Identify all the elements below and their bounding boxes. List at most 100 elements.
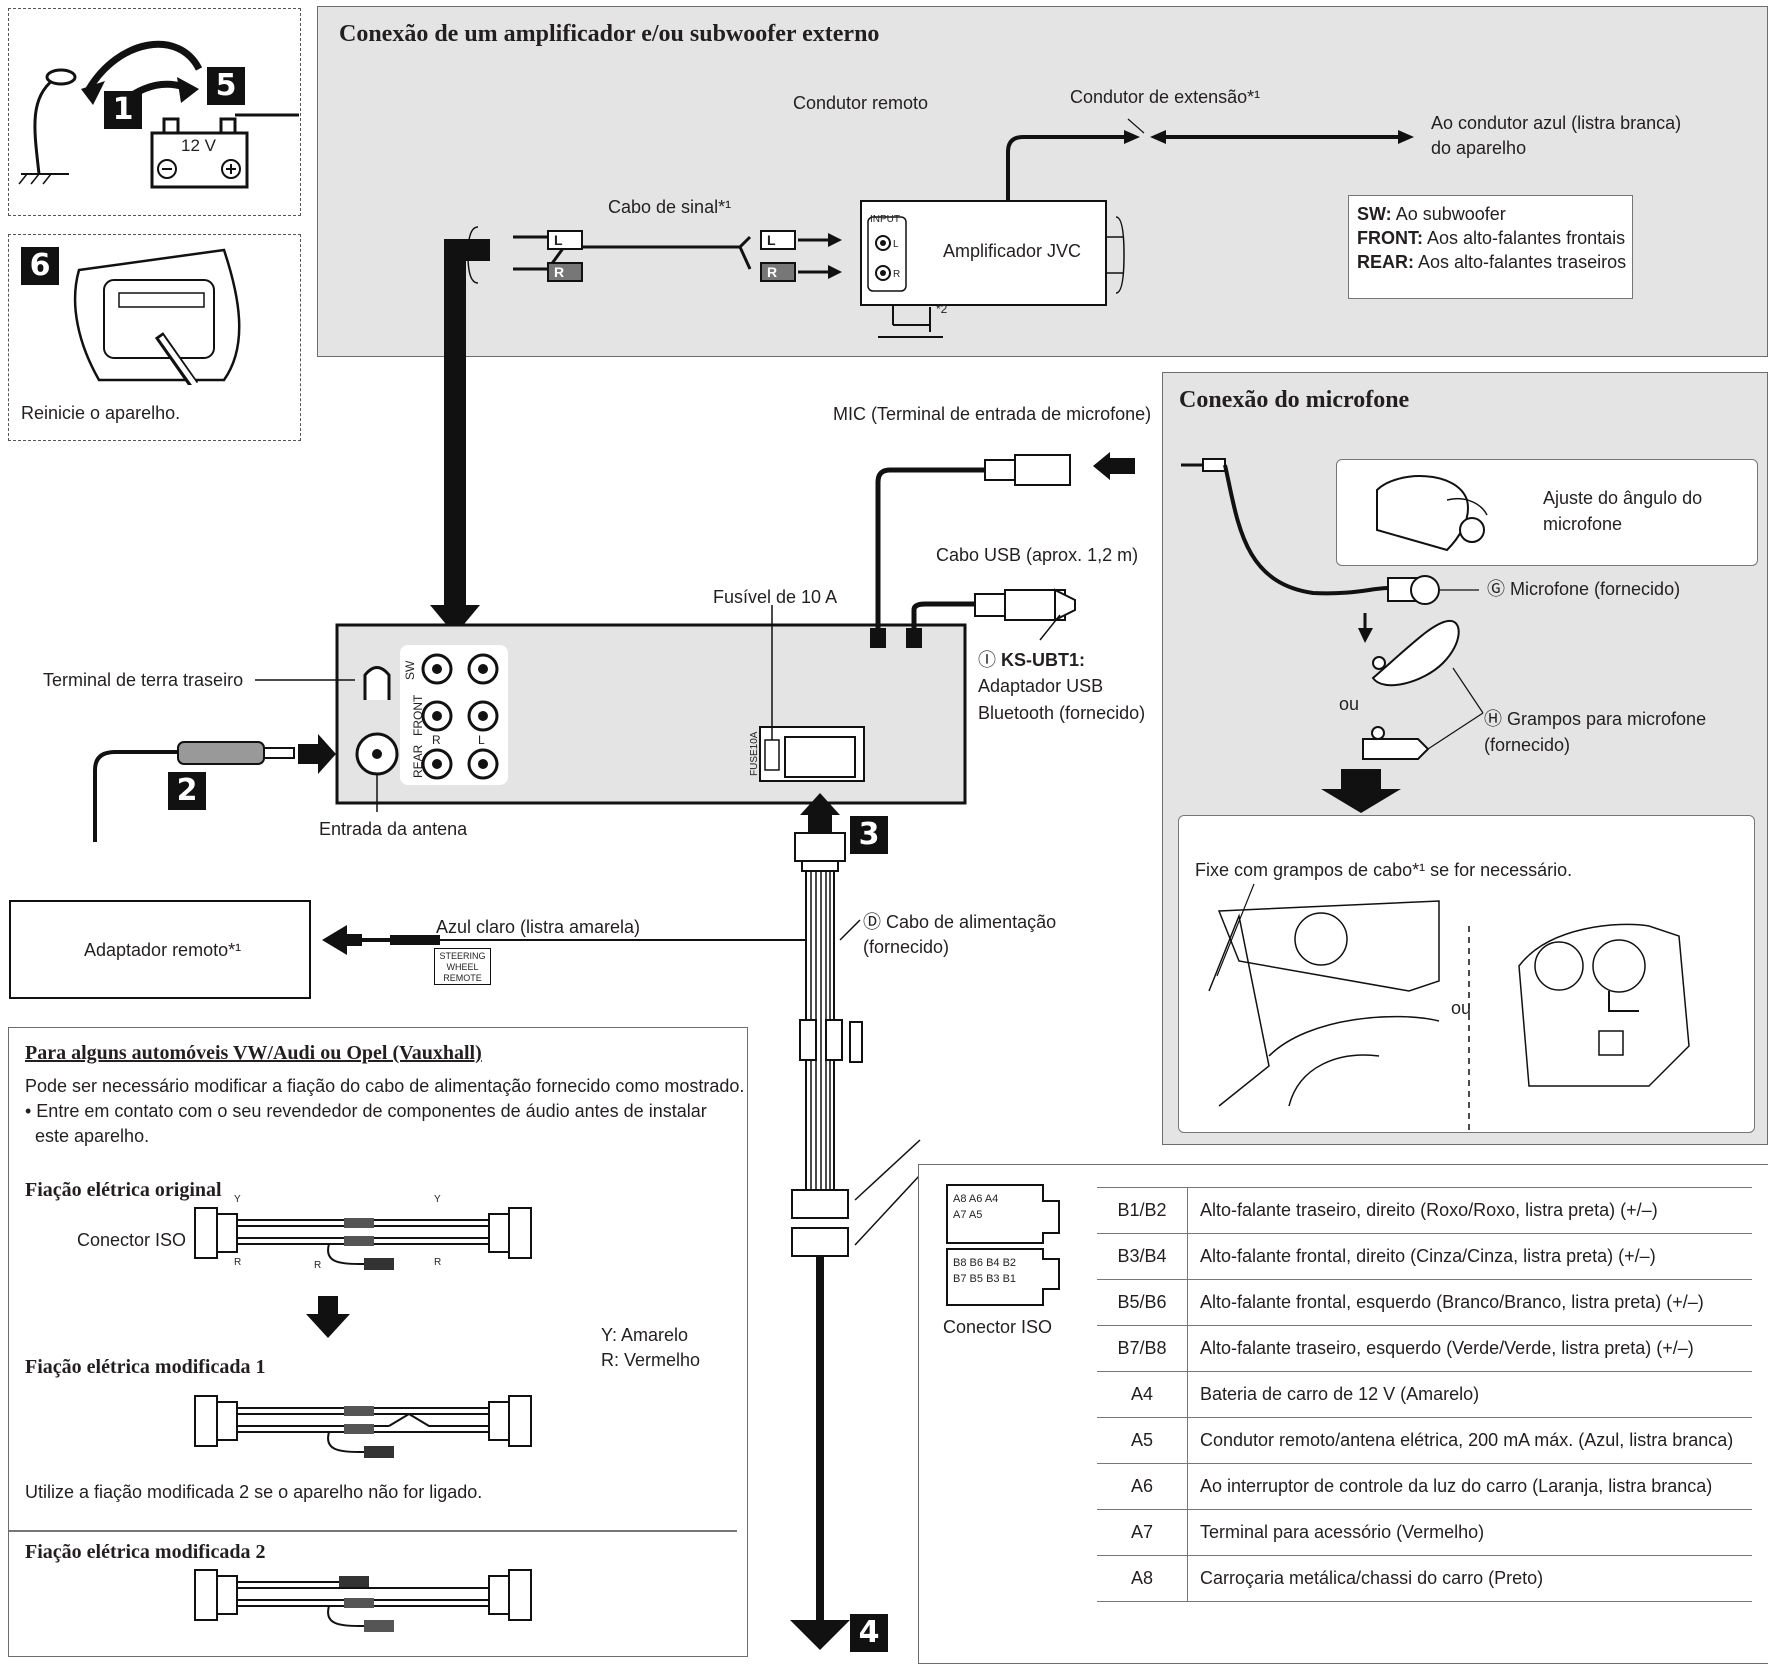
pin-a5: A5 — [968, 1209, 983, 1221]
iso-top-row-1: A8 A6 A4 — [953, 1191, 998, 1207]
iso-bottom-row-1: B8 B6 B4 B2 — [953, 1255, 1016, 1271]
pin-a4: A4 — [984, 1193, 999, 1205]
pin-cell: A7 — [1097, 1509, 1188, 1556]
angle-adjust-box: Ajuste do ângulo do microfone — [1336, 459, 1758, 566]
pin-b6: B6 — [969, 1257, 983, 1269]
output-rear-key: REAR: — [1357, 252, 1414, 272]
output-rear-text: Aos alto-falantes traseiros — [1418, 252, 1627, 272]
steering-tag-line-2: WHEEL — [446, 962, 479, 972]
pin-a8: A8 — [953, 1193, 967, 1205]
usb-adapter-model: Ⓘ KS-UBT1: — [978, 648, 1085, 673]
fuse-marking: FUSE10A — [749, 731, 760, 776]
iso-top-pins: A8 A6 A4 A7 A5 — [953, 1191, 998, 1223]
iso-connector-panel: A8 A6 A4 A7 A5 B8 B6 B4 B2 B7 B5 B3 B1 C… — [918, 1164, 1768, 1664]
output-front-text: Aos alto-falantes frontais — [1427, 228, 1626, 248]
remote-lead-label: Condutor remoto — [793, 93, 929, 113]
amplifier-connection-panel: Conexão de um amplificador e/ou subwoofe… — [317, 6, 1768, 357]
microphone-label: Ⓖ Microfone (fornecido) — [1487, 579, 1681, 599]
rca-right-plug-r: R — [767, 264, 778, 280]
amplifier-section-title: Conexão de um amplificador e/ou subwoofe… — [339, 21, 880, 47]
battery-illustration — [18, 40, 299, 189]
orig-wire-r-left: R — [234, 1257, 242, 1268]
fix-note-label: Fixe com grampos de cabo*¹ se for necess… — [1195, 860, 1573, 880]
orig-wire-r-mid: R — [314, 1260, 322, 1271]
output-front-key: FRONT: — [1357, 228, 1423, 248]
extension-lead-label: Condutor de extensão*¹ — [1070, 87, 1261, 107]
mic-clip-illustration — [1376, 475, 1488, 552]
reset-caption: Reinicie o aparelho. — [21, 403, 181, 423]
utilize-note: Utilize a fiação modificada 2 se o apare… — [25, 1482, 483, 1502]
pin-a7: A7 — [953, 1209, 967, 1221]
microphone-diagram — [1181, 458, 1484, 813]
amp-name-label: Amplificador JVC — [943, 241, 1082, 261]
pin-b2: B2 — [1002, 1257, 1017, 1269]
amplifier-wiring-diagram — [467, 118, 1414, 338]
mic-section-title: Conexão do microfone — [1179, 387, 1410, 413]
remote-adapter-box: Adaptador remoto*¹ — [9, 900, 311, 999]
jack-label-rear: REAR — [411, 744, 425, 778]
desc-cell: Condutor remoto/antena elétrica, 200 mA … — [1187, 1417, 1752, 1464]
amp-input-r: R — [893, 269, 901, 280]
clamps-label-2: (fornecido) — [1484, 735, 1571, 755]
jack-label-r: R — [432, 733, 441, 747]
pin-cell: A8 — [1097, 1555, 1188, 1602]
desc-cell: Alto-falante traseiro, esquerdo (Verde/V… — [1187, 1325, 1752, 1372]
output-front: FRONT: Aos alto-falantes frontais — [1357, 226, 1626, 250]
original-wiring-title: Fiação elétrica original — [25, 1179, 222, 1201]
remote-adapter-label: Adaptador remoto*¹ — [84, 940, 242, 960]
amp-outputs-box: SW: Ao subwoofer FRONT: Aos alto-falante… — [1348, 195, 1633, 299]
reset-illustration — [73, 248, 241, 385]
pin-b4: B4 — [986, 1257, 1000, 1269]
battery-step-box: 1 5 12 V — [8, 8, 301, 216]
orig-wire-r-right: R — [434, 1257, 442, 1268]
iso-top-row-2: A7 A5 — [953, 1207, 998, 1223]
wiring-modified-1 — [194, 1395, 532, 1458]
desc-cell: Alto-falante frontal, direito (Cinza/Cin… — [1187, 1233, 1752, 1280]
section-divider — [9, 1530, 737, 1532]
pin-cell: B1/B2 — [1097, 1187, 1188, 1234]
iso-connector-caption: Conector ISO — [943, 1317, 1053, 1337]
clamps-label-1: Ⓗ Grampos para microfone — [1484, 709, 1707, 729]
iso-bottom-row-2: B7 B5 B3 B1 — [953, 1271, 1016, 1287]
wiring-modified-2 — [194, 1569, 532, 1632]
steering-remote-tag: STEERING WHEEL REMOTE — [434, 948, 491, 985]
car-interior-illustration — [1208, 883, 1690, 1134]
pin-b3: B3 — [986, 1273, 1000, 1285]
desc-cell: Carroçaria metálica/chassi do carro (Pre… — [1187, 1555, 1752, 1602]
ground-note-label: *2 — [936, 302, 948, 316]
wiring-original — [194, 1207, 532, 1270]
to-blue-lead-label: Ao condutor azul (listra branca) do apar… — [1431, 113, 1682, 158]
modified-wiring-1-title: Fiação elétrica modificada 1 — [25, 1356, 266, 1378]
pin-cell: B3/B4 — [1097, 1233, 1188, 1280]
usb-adapter-id: Ⓘ — [978, 650, 996, 670]
desc-cell: Terminal para acessório (Vermelho) — [1187, 1509, 1752, 1556]
step-4-badge: 4 — [850, 1614, 888, 1652]
vw-audi-opel-section: Para alguns automóveis VW/Audi ou Opel (… — [8, 1027, 748, 1657]
pin-a6: A6 — [968, 1193, 983, 1205]
output-sw-key: SW: — [1357, 204, 1392, 224]
pin-cell: B7/B8 — [1097, 1325, 1188, 1372]
pin-b8: B8 — [953, 1257, 967, 1269]
pin-cell: B5/B6 — [1097, 1279, 1188, 1326]
usb-cable-label: Cabo USB (aprox. 1,2 m) — [936, 545, 1139, 565]
rear-ground-label: Terminal de terra traseiro — [43, 670, 244, 690]
jack-label-l: L — [478, 733, 485, 747]
vw-section-title: Para alguns automóveis VW/Audi ou Opel (… — [25, 1042, 482, 1064]
output-sw-text: Ao subwoofer — [1395, 204, 1506, 224]
desc-cell: Alto-falante frontal, esquerdo (Branco/B… — [1187, 1279, 1752, 1326]
down-arrow-icon — [306, 1296, 350, 1338]
output-sw: SW: Ao subwoofer — [1357, 202, 1624, 226]
desc-cell: Alto-falante traseiro, direito (Roxo/Rox… — [1187, 1187, 1752, 1234]
or-label: ou — [1339, 694, 1360, 714]
rca-left-plug-r: R — [554, 264, 565, 280]
pin-b7: B7 — [953, 1273, 967, 1285]
orig-wire-y-right: Y — [434, 1194, 441, 1205]
legend-yellow: Y: Amarelo — [601, 1325, 689, 1345]
